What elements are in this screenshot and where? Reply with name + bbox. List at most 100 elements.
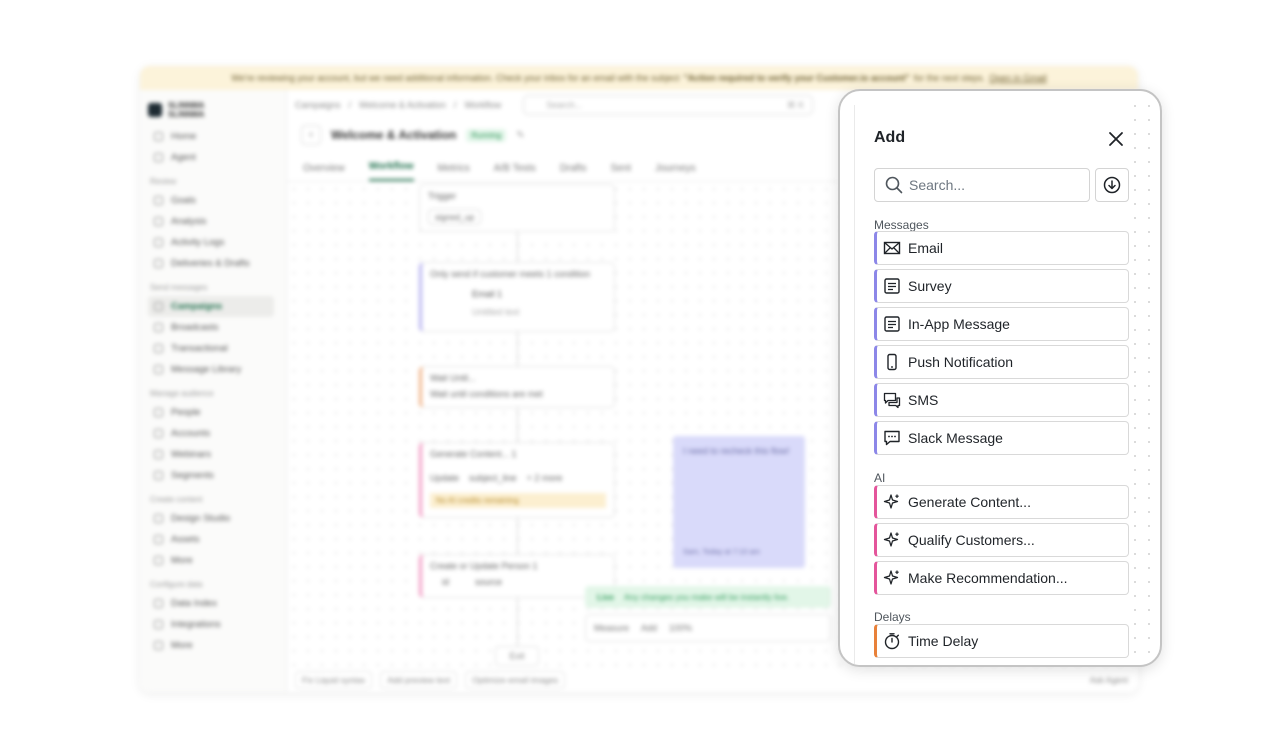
add-qualify-customers-item[interactable]: Qualify Customers...: [874, 523, 1129, 557]
add-time-delay-item[interactable]: Time Delay: [874, 624, 1129, 658]
workspace-switcher[interactable]: SLINNMA SLINNMA: [148, 98, 274, 122]
breadcrumb-separator: /: [453, 100, 457, 110]
generate-content-node[interactable]: Generate Content... 1 Update subject_lin…: [419, 442, 615, 518]
trigger-node[interactable]: Trigger signed_up: [419, 184, 615, 232]
sparkle-icon: [883, 569, 901, 587]
add-sms-item[interactable]: SMS: [874, 383, 1129, 417]
sidebar-item-more-config[interactable]: More: [148, 635, 274, 656]
sidebar-item-transactional[interactable]: Transactional: [148, 338, 274, 359]
global-search-input[interactable]: Search... ⌘ K: [523, 95, 814, 115]
sidebar-item-people[interactable]: People: [148, 402, 274, 423]
sidebar-item-analysis[interactable]: Analysis: [148, 211, 274, 232]
banner-subject: "Action required to verify your Customer…: [683, 73, 910, 83]
tab-overview[interactable]: Overview: [303, 163, 345, 174]
add-in-app-item[interactable]: In-App Message: [874, 307, 1129, 341]
email-subtitle: Untitled text: [472, 307, 520, 317]
footer-suggestions: Fix Liquid syntax Add preview text Optim…: [287, 668, 1138, 692]
sidebar-item-label: Segments: [171, 470, 214, 481]
sticky-note[interactable]: I need to recheck this flow! Sam, Today …: [673, 436, 805, 568]
add-make-recommendation-item[interactable]: Make Recommendation...: [874, 561, 1129, 595]
suggestion-chip[interactable]: Fix Liquid syntax: [295, 671, 373, 689]
no-credits-warning: No AI credits remaining: [430, 493, 606, 508]
suggestion-chip[interactable]: Optimize email images: [465, 671, 566, 689]
item-label: Survey: [908, 278, 952, 294]
item-label: Qualify Customers...: [908, 532, 1035, 548]
add-slack-item[interactable]: Slack Message: [874, 421, 1129, 455]
sidebar-item-more[interactable]: More: [148, 550, 274, 571]
sidebar-section-title: Create content: [150, 495, 203, 504]
sidebar-item-deliveries[interactable]: Deliveries & Drafts: [148, 253, 274, 274]
panel-canvas-background: Add Messages Email Survey I: [848, 99, 1152, 665]
open-in-gmail-link[interactable]: Open in Gmail: [989, 73, 1047, 83]
breadcrumb-campaign[interactable]: Welcome & Activation: [359, 100, 446, 110]
sidebar-item-label: Deliveries & Drafts: [171, 258, 250, 269]
generate-more[interactable]: + 2 more: [526, 473, 563, 483]
generate-label: Generate Content... 1: [430, 449, 517, 459]
sidebar-section-title: Send messages: [150, 283, 208, 292]
integrations-icon: [154, 620, 163, 629]
transactional-icon: [154, 344, 163, 353]
back-button[interactable]: ‹: [301, 125, 321, 145]
folder-icon: [154, 365, 163, 374]
zoom-level[interactable]: 100%: [669, 623, 693, 633]
suggestion-chip[interactable]: Add preview text: [380, 671, 458, 689]
breadcrumb-separator: /: [348, 100, 352, 110]
search-field[interactable]: [874, 168, 1090, 202]
tab-sent[interactable]: Sent: [610, 163, 632, 174]
breadcrumb-campaigns[interactable]: Campaigns: [295, 100, 341, 110]
sidebar-item-broadcasts[interactable]: Broadcasts: [148, 317, 274, 338]
wait-until-node[interactable]: Wait Until... Wait until conditions are …: [419, 366, 615, 408]
sidebar-item-accounts[interactable]: Accounts: [148, 423, 274, 444]
design-icon: [154, 514, 163, 523]
sidebar-item-segments[interactable]: Segments: [148, 465, 274, 486]
email-node[interactable]: Only send if customer meets 1 condition …: [419, 262, 615, 332]
tab-ab-tests[interactable]: A/B Tests: [493, 163, 536, 174]
sidebar-item-agent[interactable]: Agent: [148, 147, 274, 168]
trigger-event[interactable]: signed_up: [428, 209, 482, 225]
sidebar-item-goals[interactable]: Goals: [148, 190, 274, 211]
person-label: Create or Update Person 1: [430, 561, 538, 571]
sidebar-item-integrations[interactable]: Integrations: [148, 614, 274, 635]
verification-banner: We're reviewing your account, but we nee…: [140, 66, 1138, 90]
add-survey-item[interactable]: Survey: [874, 269, 1129, 303]
ask-agent-button[interactable]: Ask Agent: [1089, 675, 1128, 685]
phone-icon: [883, 353, 901, 371]
sidebar-item-data-index[interactable]: Data Index: [148, 593, 274, 614]
connector-line: [517, 518, 518, 554]
connector-line: [517, 332, 518, 366]
sidebar-item-label: Transactional: [171, 343, 228, 354]
sidebar: SLINNMA SLINNMA Home Agent Review Goals …: [140, 90, 282, 692]
measure-button[interactable]: Measure: [594, 623, 630, 633]
exit-node[interactable]: Exit: [495, 646, 539, 666]
item-label: Slack Message: [908, 430, 1003, 446]
add-push-item[interactable]: Push Notification: [874, 345, 1129, 379]
tab-workflow[interactable]: Workflow: [368, 161, 414, 181]
sidebar-item-webinars[interactable]: Webinars: [148, 444, 274, 465]
tab-drafts[interactable]: Drafts: [559, 163, 587, 174]
download-circle-icon: [1103, 176, 1121, 194]
search-input[interactable]: [909, 177, 1079, 193]
close-button[interactable]: [1108, 131, 1124, 147]
sidebar-item-activity-logs[interactable]: Activity Logs: [148, 232, 274, 253]
home-icon: [154, 132, 163, 141]
pencil-icon[interactable]: ✎: [516, 129, 525, 141]
tab-journeys[interactable]: Journeys: [655, 163, 696, 174]
item-label: Push Notification: [908, 354, 1014, 370]
add-email-item[interactable]: Email: [874, 231, 1129, 265]
tab-metrics[interactable]: Metrics: [437, 163, 470, 174]
sidebar-item-assets[interactable]: Assets: [148, 529, 274, 550]
import-button[interactable]: [1095, 168, 1129, 202]
activity-icon: [154, 238, 163, 247]
calendar-icon: [154, 450, 163, 459]
sidebar-item-label: Assets: [171, 534, 200, 545]
sidebar-item-design-studio[interactable]: Design Studio: [148, 508, 274, 529]
campaign-tabs: Overview Workflow Metrics A/B Tests Draf…: [287, 150, 1138, 182]
add-generate-content-item[interactable]: Generate Content...: [874, 485, 1129, 519]
segments-icon: [154, 471, 163, 480]
broadcasts-icon: [154, 323, 163, 332]
create-person-node[interactable]: Create or Update Person 1 id source: [419, 554, 615, 598]
add-button[interactable]: Add: [641, 623, 658, 633]
sidebar-item-message-library[interactable]: Message Library: [148, 359, 274, 380]
sidebar-item-home[interactable]: Home: [148, 126, 274, 147]
sidebar-item-campaigns[interactable]: Campaigns: [148, 296, 274, 317]
